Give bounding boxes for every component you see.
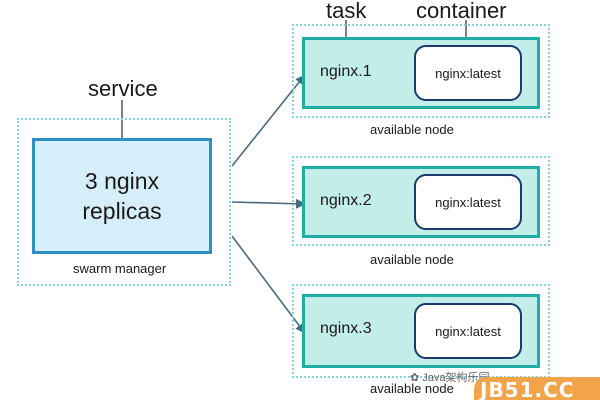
watermark-subtext: ✿ Java架构乐园 — [410, 372, 490, 384]
task-callout-label: task — [326, 0, 367, 23]
task-label-2: nginx.2 — [320, 192, 372, 209]
container-box-3: nginx:latest — [414, 303, 522, 359]
available-node-1 — [292, 24, 550, 118]
available-node-3 — [292, 284, 550, 378]
available-node-label-1: available node — [370, 122, 454, 137]
watermark-text: JB51.CC — [480, 378, 575, 402]
task-label-3: nginx.3 — [320, 320, 372, 337]
swarm-manager-region — [17, 118, 231, 286]
container-box-2: nginx:latest — [414, 174, 522, 230]
available-node-label-3: available node — [370, 381, 454, 396]
service-replicas-line-1: 3 nginx — [84, 168, 160, 194]
service-box: 3 nginx replicas — [32, 138, 212, 254]
container-callout-label: container — [416, 0, 507, 23]
service-replicas-line-2: replicas — [82, 198, 162, 224]
container-box-1: nginx:latest — [414, 45, 522, 101]
task-label-1: nginx.1 — [320, 63, 372, 80]
swarm-manager-label: swarm manager — [73, 261, 167, 276]
available-node-2 — [292, 156, 550, 246]
service-callout-label: service — [88, 76, 158, 101]
watermark-badge — [474, 377, 600, 400]
available-node-label-2: available node — [370, 252, 454, 267]
